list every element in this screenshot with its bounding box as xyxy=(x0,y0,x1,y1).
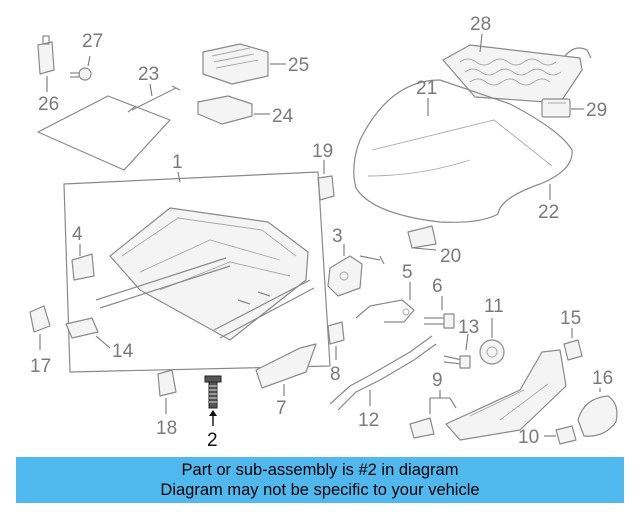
part-21-cushion: 21 xyxy=(353,78,573,223)
part-13-bolt: 13 xyxy=(443,317,479,369)
part-11-disc: 11 xyxy=(479,296,505,365)
part-8-clip: 8 xyxy=(327,321,345,385)
callout-17: 17 xyxy=(30,356,51,377)
callout-1: 1 xyxy=(172,152,183,173)
part-15-clip: 15 xyxy=(560,308,583,361)
part-19-clip: 19 xyxy=(312,141,335,201)
part-5-link: 5 xyxy=(355,262,415,323)
part-20-clip: 20 xyxy=(407,225,461,267)
part-18-clip: 18 xyxy=(156,369,177,439)
callout-21: 21 xyxy=(416,78,437,99)
part-28-heater-pad: 28 xyxy=(442,14,592,104)
callout-2: 2 xyxy=(207,430,218,451)
callout-16: 16 xyxy=(592,368,613,389)
callout-5: 5 xyxy=(402,262,413,283)
part-4-bracket: 4 xyxy=(71,224,95,281)
callout-22: 22 xyxy=(538,202,559,223)
callout-3: 3 xyxy=(332,226,343,247)
callout-25: 25 xyxy=(288,55,309,76)
banner-line-2: Diagram may not be specific to your vehi… xyxy=(160,481,480,499)
callout-14: 14 xyxy=(112,341,134,362)
info-banner: Part or sub-assembly is #2 in diagram Di… xyxy=(16,457,624,503)
callout-20: 20 xyxy=(440,246,461,267)
part-25-module: 25 xyxy=(202,43,309,85)
callout-19: 19 xyxy=(312,141,333,162)
part-9-clip xyxy=(409,417,435,439)
callout-26: 26 xyxy=(38,94,59,115)
callout-11: 11 xyxy=(484,296,504,317)
callout-8: 8 xyxy=(330,364,341,385)
callout-29: 29 xyxy=(586,100,607,121)
callout-4: 4 xyxy=(72,224,83,245)
banner-line-1: Part or sub-assembly is #2 in diagram xyxy=(181,461,459,479)
part-26-bracket: 26 xyxy=(37,35,59,115)
part-29-connector: 29 xyxy=(541,98,607,121)
part-7-trim: 7 xyxy=(255,343,317,419)
callout-10: 10 xyxy=(518,427,539,448)
callout-18: 18 xyxy=(156,418,177,439)
part-3-bracket: 3 xyxy=(327,226,385,297)
part-6-bolt: 6 xyxy=(424,276,455,329)
callout-24: 24 xyxy=(272,106,294,127)
callout-27: 27 xyxy=(82,31,103,52)
part-10-screw: 10 xyxy=(518,425,577,448)
part-24-sensor: 24 xyxy=(197,95,294,127)
part-16-knob: 16 xyxy=(577,368,618,437)
callout-12: 12 xyxy=(358,410,379,431)
part-23-wire: 23 xyxy=(127,64,181,113)
callout-9: 9 xyxy=(432,370,443,391)
part-17-cover: 17 xyxy=(29,305,51,377)
part-9-side-shield: 9 xyxy=(429,349,567,441)
callout-7: 7 xyxy=(276,398,287,419)
part-22-trim: 22 xyxy=(538,184,559,223)
parts-diagram: 28 29 27 26 23 25 24 xyxy=(29,14,618,451)
seat-board xyxy=(37,95,171,171)
callout-15: 15 xyxy=(560,308,581,329)
part-27-bolt: 27 xyxy=(70,31,103,81)
part-14-cover: 14 xyxy=(65,317,134,362)
part-12-cable: 12 xyxy=(329,335,437,431)
callout-6: 6 xyxy=(432,276,443,297)
part-2-bolt: 2 xyxy=(204,375,222,451)
callout-28: 28 xyxy=(470,14,491,35)
part-1-seat-frame: 1 xyxy=(63,152,331,373)
callout-23: 23 xyxy=(138,64,159,85)
callout-13: 13 xyxy=(458,317,479,338)
